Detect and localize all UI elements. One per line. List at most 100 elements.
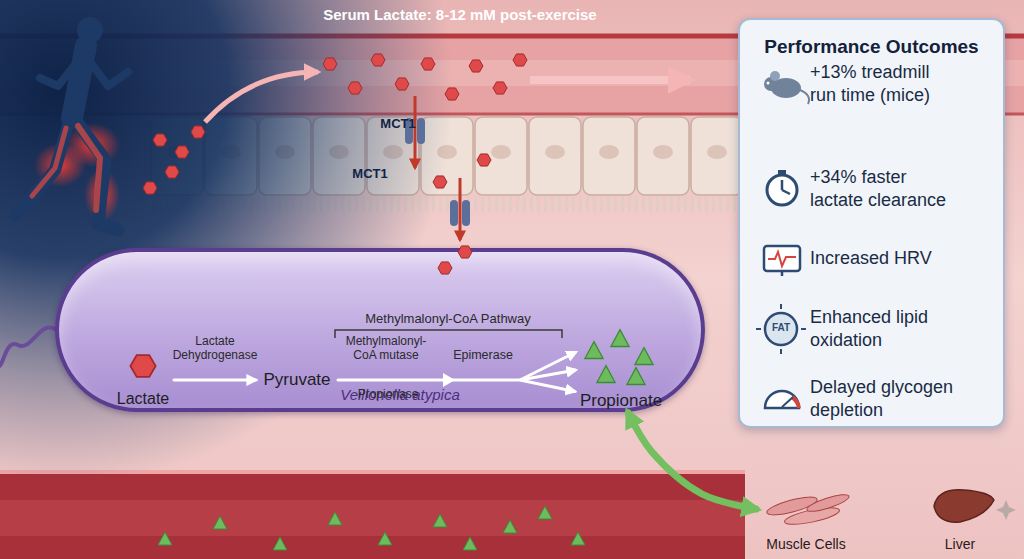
panel-title: Performance Outcomes: [740, 36, 1003, 58]
liver-icon: [934, 490, 994, 522]
bacterium-cell: Veillonella atypica Lactate PyruvatePropio…: [55, 248, 705, 412]
enzyme-label: Methylmalonyl-CoA mutase: [341, 334, 431, 362]
mct1-transporter: [462, 200, 470, 226]
mouse-icon: [800, 90, 809, 104]
flow-arrow: [205, 72, 318, 122]
propionate-molecule: [378, 532, 392, 545]
enzyme-label: Lactate Dehydrogenase: [170, 334, 260, 362]
mct1-transporter: [414, 96, 417, 168]
outcome-item: Increased HRV: [762, 247, 962, 271]
connector-arrow: [628, 413, 756, 509]
metabolite-node: Lactate: [112, 352, 174, 408]
target-organ: Muscle Cells: [756, 490, 856, 556]
mct1-transporter: [405, 118, 413, 144]
outcomes-panel: Performance Outcomes +13% treadmill run t…: [738, 18, 1005, 428]
runner-figure: [40, 56, 82, 86]
fuel-gauge-icon: [765, 391, 799, 408]
transporter-label: MCT1: [378, 116, 418, 131]
lactate-molecule: [175, 146, 189, 158]
species-name: Veillonella atypica: [325, 386, 475, 403]
runner-figure: [15, 118, 70, 215]
metabolite-name: Lactate: [112, 390, 174, 408]
propionate-molecule: [571, 532, 585, 545]
lactate-molecule: [421, 58, 435, 70]
lactate-molecule: [348, 82, 362, 94]
fat-cell-icon: [756, 304, 806, 354]
muscle-cell-icon: [765, 493, 818, 518]
stopwatch-icon: [781, 180, 784, 190]
connector-arrow: [174, 379, 256, 382]
lactate-molecule: [469, 60, 483, 72]
outcome-item: +13% treadmill run time (mice): [762, 61, 962, 107]
outcome-item: Enhanced lipid oxidation: [762, 306, 962, 352]
lactate-molecule: [191, 126, 205, 138]
heart-monitor-icon: [764, 246, 800, 276]
icon-text: FAT: [765, 322, 797, 333]
organ-name: Muscle Cells: [756, 536, 856, 552]
transporter-label: MCT1: [350, 166, 390, 181]
runner-figure: [15, 17, 128, 230]
fat-cell-icon: [756, 328, 761, 330]
pathway-bracket: [335, 330, 562, 338]
heart-monitor-icon: [768, 252, 796, 266]
metabolite-name: Propionate: [575, 391, 667, 411]
outcome-text: +13% treadmill run time (mice): [810, 61, 957, 107]
stopwatch-icon: [782, 190, 790, 194]
liver-icon: [934, 490, 1016, 522]
metabolite-name: Pyruvate: [256, 370, 338, 390]
lactate-molecule: [130, 246, 472, 377]
enzyme-label: Propionase: [348, 387, 428, 401]
runner-figure: [78, 126, 100, 210]
lactate-molecule: [458, 246, 472, 258]
flagellum: [0, 327, 57, 366]
muscle-cell-icon: [783, 504, 840, 527]
liver-icon: [996, 500, 1016, 520]
mct1-transporter: [450, 200, 458, 226]
lactate-molecule: [395, 78, 409, 90]
fuel-gauge-icon: [765, 391, 799, 408]
propionate-molecule: [503, 520, 517, 533]
lactate-molecule: [130, 355, 155, 377]
metabolite-node: Pyruvate: [256, 368, 338, 392]
lactate-molecule: [323, 58, 337, 70]
lactate-molecule: [493, 82, 507, 94]
fat-cell-icon: [780, 349, 782, 354]
muscle-cell-icon: [806, 491, 851, 514]
pathway-arrow: [443, 373, 455, 387]
pathway-bracket: [335, 330, 562, 338]
runner-figure: [74, 118, 118, 230]
organ-name: Liver: [922, 536, 998, 552]
fuel-gauge-icon: [792, 397, 799, 408]
fat-cell-icon: [801, 328, 806, 330]
lactate-molecule: [445, 88, 459, 100]
lactate-molecule: [371, 54, 385, 66]
pathway-arrow: [443, 352, 576, 387]
lactate-molecule: [513, 54, 527, 66]
lactate-molecule: [438, 262, 452, 274]
propionate-molecule: [585, 330, 653, 385]
mouse-icon: [764, 77, 778, 91]
propionate-molecule: [627, 368, 645, 385]
flow-arrow: [530, 76, 690, 84]
mouse-icon: [764, 71, 809, 104]
stopwatch-icon: [767, 170, 797, 205]
propionate-molecule: [463, 537, 477, 550]
mouse-icon: [767, 82, 770, 85]
pathway-arrow: [520, 352, 576, 380]
propionate-molecule: [597, 366, 615, 383]
fat-cell-icon: [765, 313, 797, 345]
pathway-arrow: [520, 370, 576, 380]
lactate-molecule: [153, 134, 167, 146]
mct1-transporter: [459, 178, 462, 240]
flow-arrow: [205, 72, 690, 122]
propionate-molecule: [611, 330, 629, 347]
runner-figure: [32, 128, 66, 196]
fuel-gauge-icon: [782, 397, 793, 407]
propionate-molecule: [433, 514, 447, 527]
stopwatch-icon: [778, 170, 786, 175]
heart-monitor-icon: [764, 246, 800, 271]
outcome-text: Delayed glycogen depletion: [810, 376, 957, 422]
target-organ: Liver: [922, 488, 998, 554]
